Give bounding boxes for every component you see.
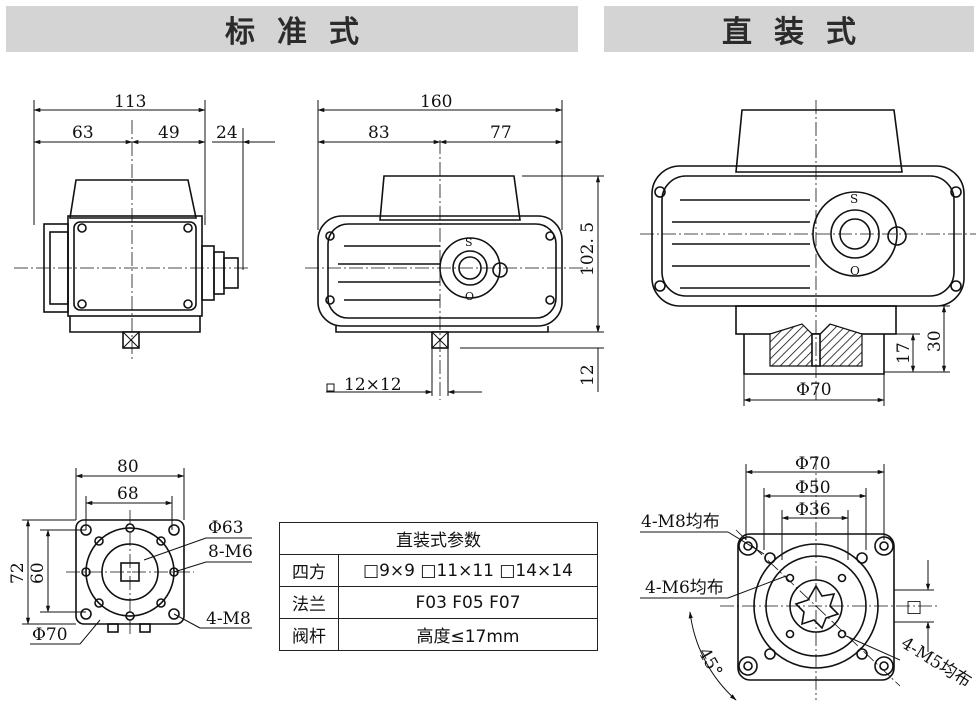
dim-flange-d36: Φ36 bbox=[795, 500, 831, 520]
standard-mount-banner: 标准式 bbox=[6, 6, 578, 52]
label-flange-m6: 4-M6均布 bbox=[645, 578, 724, 598]
dim-bottom-4m8: 4-M8 bbox=[206, 609, 251, 629]
params-row: 法兰 F03 F05 F07 bbox=[279, 586, 598, 619]
dim-bottom-60: 60 bbox=[28, 562, 48, 584]
dim-side-square: 12×12 bbox=[344, 375, 402, 395]
dim-side-right: 77 bbox=[490, 123, 512, 143]
bottom-view: 80 68 72 60 Φ63 8-M6 bbox=[8, 457, 253, 645]
params-row: 阀杆 高度≤17mm bbox=[279, 618, 598, 651]
side-view: 160 83 77 S O 102. 5 12 bbox=[305, 92, 604, 400]
params-row: 四方 □9×9 □11×11 □14×14 bbox=[279, 554, 598, 587]
params-header-row: 直装式参数 bbox=[279, 522, 598, 555]
params-label-square: 四方 bbox=[279, 554, 339, 587]
flange-view: Φ70 Φ50 Φ36 4-M8均布 4-M6均布 4-M5均布 bbox=[640, 454, 975, 701]
params-value-square: □9×9 □11×11 □14×14 bbox=[338, 554, 598, 587]
direct-mount-banner: 直装式 bbox=[604, 6, 974, 52]
dim-direct-30: 30 bbox=[925, 330, 945, 352]
dim-flange-d70: Φ70 bbox=[795, 454, 831, 474]
side-mark-o: O bbox=[465, 290, 474, 303]
label-flange-m5: 4-M5均布 bbox=[897, 633, 974, 692]
dim-side-height: 102. 5 bbox=[578, 222, 598, 276]
dim-direct-dia: Φ70 bbox=[796, 380, 832, 400]
dim-front-total: 113 bbox=[114, 92, 146, 112]
dim-flange-d50: Φ50 bbox=[795, 478, 831, 498]
dim-bottom-d70: Φ70 bbox=[32, 625, 68, 645]
dim-bottom-72: 72 bbox=[8, 562, 28, 584]
front-view: 113 63 49 24 bbox=[14, 92, 275, 360]
dim-front-right: 49 bbox=[158, 123, 180, 143]
dim-bottom-80: 80 bbox=[117, 457, 139, 477]
side-mark-s: S bbox=[465, 236, 473, 249]
direct-mount-params-table: 直装式参数 四方 □9×9 □11×11 □14×14 法兰 F03 F05 F… bbox=[279, 522, 598, 651]
dim-side-left: 83 bbox=[368, 123, 390, 143]
params-title: 直装式参数 bbox=[279, 522, 598, 555]
dim-side-total: 160 bbox=[420, 92, 452, 112]
standard-mount-title: 标准式 bbox=[225, 15, 381, 50]
direct-mount-title: 直装式 bbox=[722, 15, 878, 50]
dim-front-gland: 24 bbox=[216, 123, 238, 143]
params-value-stem: 高度≤17mm bbox=[338, 618, 598, 651]
direct-mount-view: S O 17 30 Φ70 bbox=[640, 100, 976, 406]
params-value-flange: F03 F05 F07 bbox=[338, 586, 598, 619]
direct-mark-o: O bbox=[850, 264, 860, 278]
label-flange-m8: 4-M8均布 bbox=[641, 512, 720, 532]
dim-bottom-8m6: 8-M6 bbox=[208, 542, 253, 562]
params-label-flange: 法兰 bbox=[279, 586, 339, 619]
dim-side-shaft: 12 bbox=[578, 364, 598, 386]
dim-direct-17: 17 bbox=[894, 342, 914, 364]
label-flange-square: □ bbox=[906, 597, 922, 617]
dim-front-left: 63 bbox=[72, 123, 94, 143]
dim-bottom-68: 68 bbox=[117, 484, 139, 504]
dim-bottom-d63: Φ63 bbox=[208, 518, 244, 538]
label-flange-angle: 45° bbox=[694, 645, 726, 681]
direct-mark-s: S bbox=[850, 192, 858, 206]
params-label-stem: 阀杆 bbox=[279, 618, 339, 651]
